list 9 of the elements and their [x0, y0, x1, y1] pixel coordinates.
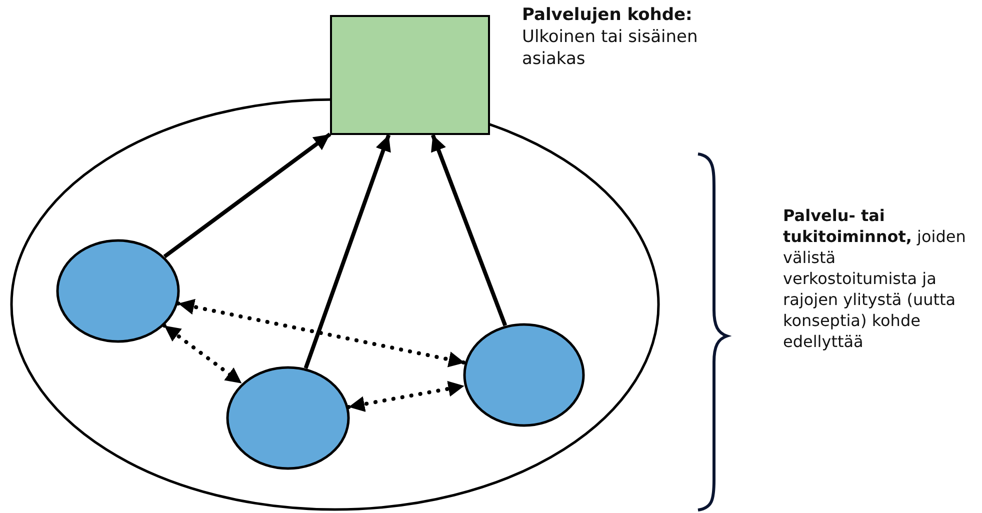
arrow [346, 380, 466, 412]
arrow [163, 132, 332, 258]
node-heading: Palvelujen kohde: [522, 4, 694, 26]
arrow [430, 134, 508, 326]
arrow [304, 134, 391, 369]
arrow [162, 324, 244, 386]
description-text: Palvelu- tai tukitoiminnot, joiden välistä verkostoitumista ja rajojen ylitystä (uutta konseptia) kohde edellyttää [783, 205, 967, 352]
node-description: Ulkoinen tai sisäinen asiakas [522, 26, 699, 70]
arrow [176, 298, 467, 368]
